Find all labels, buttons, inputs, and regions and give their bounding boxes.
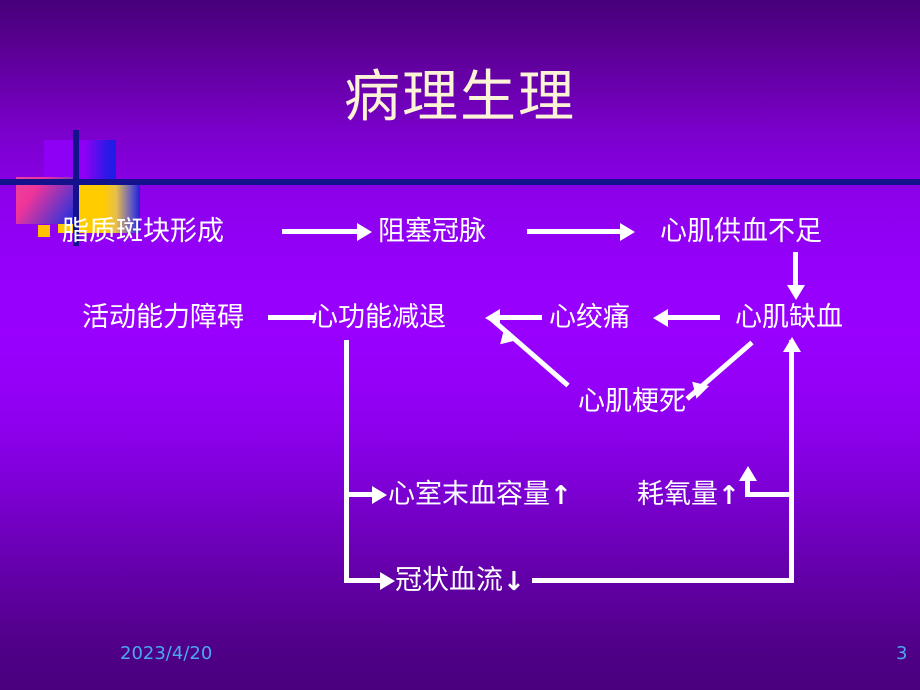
feedback-line-coronary-flow-to-trunk (532, 578, 794, 583)
title-divider-line (0, 179, 920, 185)
node-myocardial-ischemia: 心肌缺血 (735, 302, 843, 333)
arrow-line-ischemia-to-angina (665, 315, 720, 320)
node-lipid-plaque-formation: 脂质斑块形成 (62, 216, 224, 247)
feedback-trunk-line-to-ischemia (789, 340, 794, 580)
node-myocardial-infarction: 心肌梗死 (578, 386, 686, 417)
node-coronary-blood-flow-label: 冠状血流 (395, 565, 503, 596)
arrowhead-down-supply-to-ischemia (787, 285, 805, 300)
branch-riser-oxygen-consumption (745, 478, 750, 495)
node-coronary-blood-flow: 冠状血流↓ (395, 567, 525, 595)
arrowhead-right-occlusion-to-supply (620, 223, 635, 241)
branch-line-to-coronary-flow (344, 578, 384, 583)
footer-date: 2023/4/20 (120, 643, 213, 664)
down-trend-icon-coronary-flow: ↓ (503, 567, 525, 597)
node-cardiac-function-decline: 心功能减退 (311, 302, 446, 333)
node-oxygen-consumption: 耗氧量↑ (637, 481, 740, 509)
arrowhead-diagonal-infarction-to-cardiac-decline (493, 327, 518, 351)
arrow-line-occlusion-to-ischemia-supply (527, 229, 623, 234)
arrowhead-right-to-coronary-flow (380, 572, 395, 590)
branch-line-to-end-diastolic-volume (344, 492, 376, 497)
node-ventricular-end-blood-volume-label: 心室末血容量 (388, 479, 550, 510)
trunk-line-cardiac-decline-down (344, 340, 349, 583)
connector-line-decline-to-activity-impairment (268, 315, 316, 320)
logo-yellow-blue-gradient-square (103, 183, 140, 233)
up-trend-icon-oxygen-consumption: ↑ (718, 481, 740, 511)
arrowhead-left-ischemia-to-angina (653, 309, 668, 327)
node-angina-pectoris: 心绞痛 (549, 302, 630, 333)
arrowhead-right-plaque-to-occlusion (357, 223, 372, 241)
footer-page-number: 3 (896, 643, 908, 664)
arrowhead-up-oxygen-consumption (739, 466, 757, 481)
branch-line-trunk-to-oxygen-consumption (745, 492, 793, 497)
node-activity-capacity-impairment: 活动能力障碍 (82, 302, 244, 333)
bullet-square-icon (38, 225, 50, 237)
node-oxygen-consumption-label: 耗氧量 (637, 479, 718, 510)
node-insufficient-myocardial-blood-supply: 心肌供血不足 (660, 216, 822, 247)
logo-vertical-bar (73, 130, 79, 246)
up-trend-icon-end-diastolic-volume: ↑ (550, 481, 572, 511)
arrow-line-plaque-to-occlusion (282, 229, 360, 234)
arrow-line-angina-to-cardiac-decline (497, 315, 542, 320)
arrow-line-supply-to-ischemia (793, 252, 798, 288)
arrowhead-up-feedback-to-ischemia (783, 337, 801, 352)
node-ventricular-end-blood-volume: 心室末血容量↑ (388, 481, 572, 509)
page-title: 病理生理 (344, 65, 576, 130)
arrowhead-right-to-end-diastolic-volume (372, 486, 387, 504)
node-coronary-occlusion: 阻塞冠脉 (378, 216, 486, 247)
